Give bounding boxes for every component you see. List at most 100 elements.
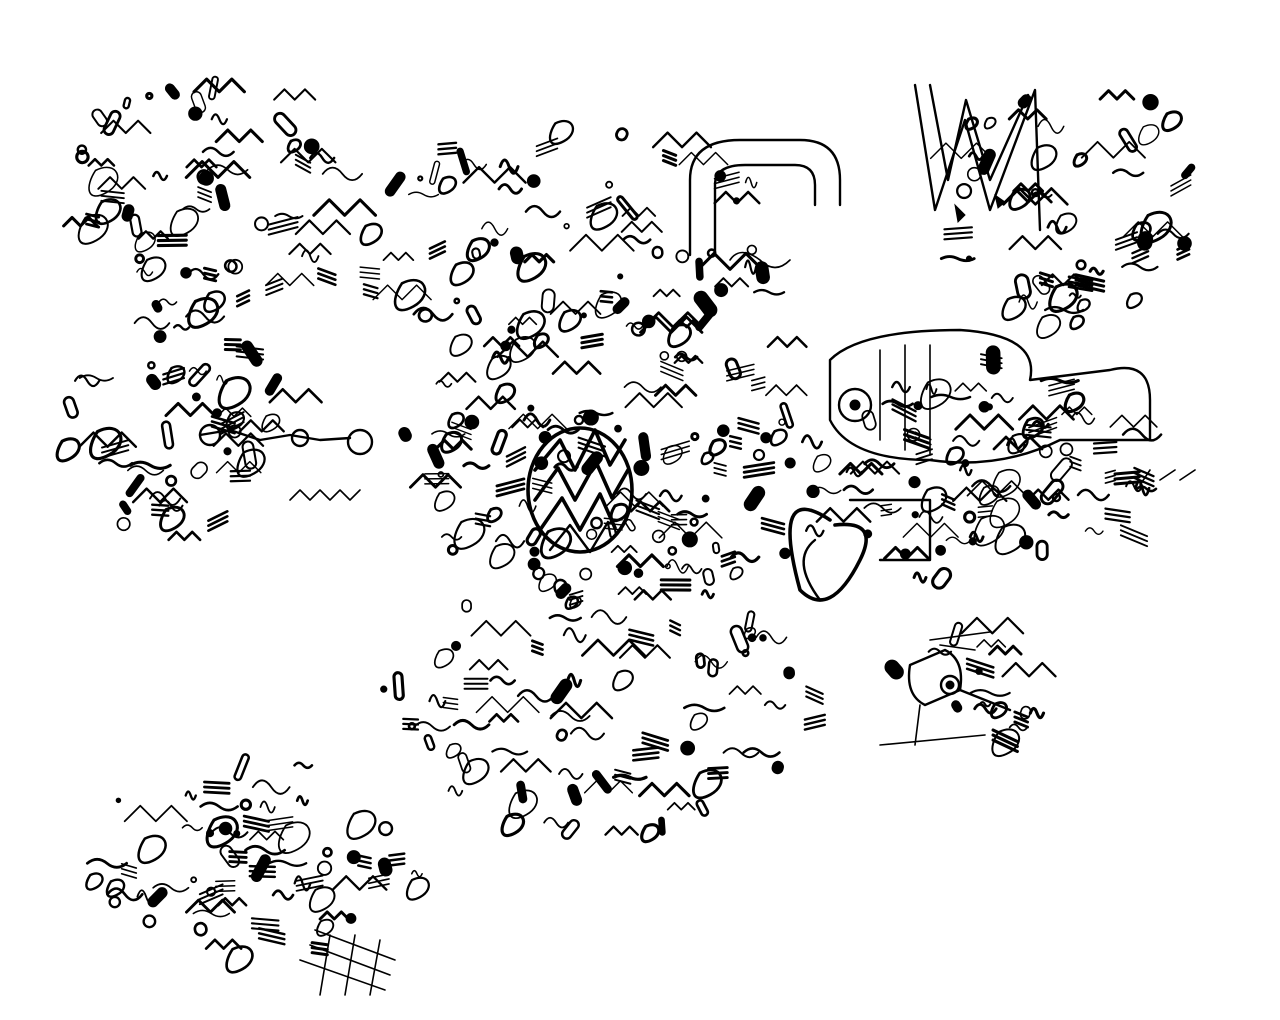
hatch-stroke [235, 289, 251, 308]
dot-mark [913, 401, 923, 411]
zigzag-stroke [185, 898, 236, 914]
zigzag-stroke [167, 530, 202, 542]
squiggle-stroke [321, 166, 364, 182]
dot-mark [716, 424, 730, 437]
pill-shape [151, 299, 163, 313]
hatch-stroke [310, 941, 329, 957]
zigzag-stroke [1018, 404, 1075, 421]
zigzag-stroke [100, 119, 152, 135]
squiggle-stroke [188, 366, 207, 376]
squiggle-stroke [407, 191, 440, 198]
pill-shape [122, 96, 132, 110]
hatch-stroke [317, 267, 337, 287]
zigzag-stroke [621, 206, 657, 217]
pill-shape [264, 373, 283, 396]
squiggle-stroke [271, 889, 295, 901]
dot-mark [1019, 535, 1034, 550]
squiggle-stroke [1028, 706, 1046, 720]
blob-outline [743, 627, 757, 640]
zigzag-stroke [1122, 221, 1184, 238]
hatch-stroke [660, 360, 684, 382]
blob-outline [359, 222, 383, 247]
pill-shape [525, 527, 543, 547]
squiggle-stroke [863, 458, 896, 470]
squiggle-stroke [440, 533, 463, 541]
blob-outline [1076, 298, 1091, 313]
dot-mark [188, 106, 203, 121]
zigzag-stroke [192, 77, 246, 94]
zigzag-stroke [184, 160, 252, 179]
striped-sphere [526, 426, 634, 554]
blob-outline [346, 809, 377, 840]
zigzag-stroke [815, 507, 872, 523]
pill-shape [193, 921, 208, 937]
zigzag-stroke [988, 644, 1023, 656]
hatch-stroke [156, 233, 188, 248]
zigzag-stroke [1007, 108, 1048, 121]
blob-outline [77, 213, 109, 245]
dot-mark [446, 544, 459, 556]
zigzag-stroke [696, 251, 764, 271]
pill-shape [560, 818, 580, 840]
hatch-stroke [915, 448, 933, 466]
squiggle-stroke [763, 700, 787, 710]
blob-outline [612, 669, 634, 692]
pill-shape [125, 473, 145, 498]
squiggle-stroke [128, 460, 172, 470]
dot-mark [417, 175, 424, 182]
right-machine-cluster [842, 345, 1163, 590]
pill-shape [1035, 539, 1049, 561]
zigzag-stroke [976, 639, 1007, 648]
hatch-stroke [235, 345, 265, 361]
pill-shape [711, 541, 721, 555]
squiggle-stroke [958, 464, 973, 477]
pill-shape [949, 621, 964, 647]
zigzag-stroke [438, 371, 477, 383]
pill-shape [550, 678, 573, 705]
pill-shape [567, 783, 583, 806]
hatch-stroke [580, 332, 604, 350]
dot-mark [633, 568, 644, 579]
dot-mark [617, 273, 624, 280]
dot-mark [784, 457, 796, 469]
pill-shape [509, 246, 524, 265]
dot-mark [490, 238, 499, 247]
pill-shape [779, 402, 795, 429]
hatch-stroke [880, 503, 893, 517]
blob-outline [486, 506, 503, 524]
squiggle-stroke [1135, 485, 1158, 493]
squiggle-stroke [681, 563, 703, 575]
pill-shape [651, 245, 664, 260]
squiggle-stroke [185, 309, 226, 324]
squiggle-stroke [199, 801, 239, 812]
hatch-stroke [267, 216, 299, 236]
squiggle-stroke [158, 298, 178, 306]
blob-outline [1063, 391, 1086, 414]
squiggle-stroke [1018, 294, 1038, 310]
dot-mark [966, 166, 982, 182]
pill-shape [398, 427, 412, 442]
zigzag-stroke [549, 300, 602, 315]
zigzag-stroke [273, 88, 317, 101]
zigzag-stroke [488, 712, 520, 723]
dot-mark [165, 474, 178, 487]
zigzag-stroke [638, 781, 691, 798]
squiggle-stroke [546, 424, 580, 435]
squiggle-stroke [742, 747, 781, 758]
squiggle-stroke [133, 316, 171, 330]
pill-shape [615, 127, 629, 142]
squiggle-stroke [447, 785, 464, 797]
zigzag-stroke [902, 522, 959, 538]
squiggle-stroke [863, 502, 902, 514]
pill-shape [188, 362, 212, 388]
squiggle-stroke [744, 259, 758, 275]
squiggle-stroke [623, 381, 662, 394]
squiggle-stroke [152, 883, 190, 893]
dot-mark [1038, 444, 1053, 459]
squiggle-stroke [1037, 118, 1065, 134]
pill-shape [423, 734, 436, 751]
blob-outline [692, 768, 723, 800]
pill-shape [744, 610, 756, 633]
hatch-stroke [248, 864, 277, 879]
hatch-stroke [737, 416, 760, 435]
